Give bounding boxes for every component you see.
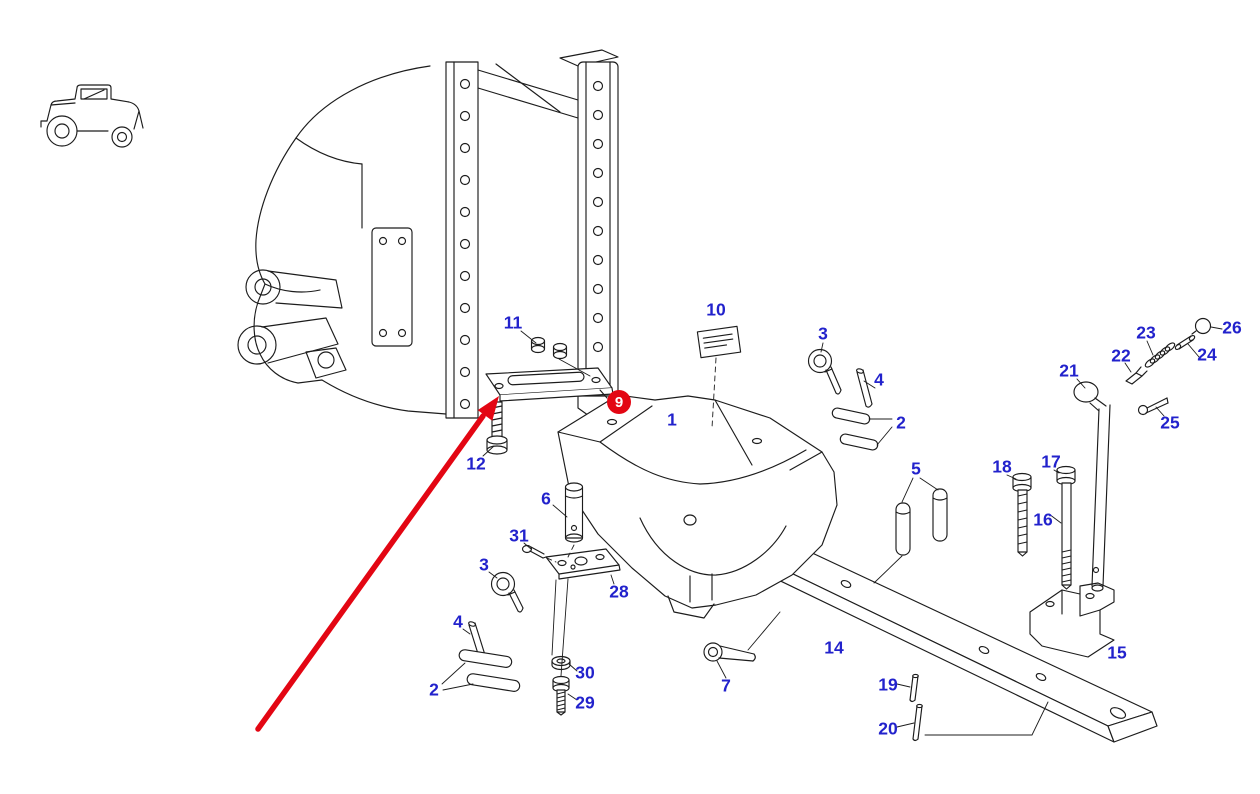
part-callout-7: 7 — [721, 675, 731, 696]
handle-pin-drawing — [1073, 317, 1212, 592]
part-callout-1: 1 — [667, 409, 677, 430]
part-callout-24: 24 — [1197, 344, 1217, 365]
part-callout-2: 2 — [896, 412, 906, 433]
part-callout-20: 20 — [878, 718, 898, 739]
mount-plate-drawing — [485, 336, 614, 455]
pins-19-20-drawing — [909, 673, 923, 742]
part-callout-22: 22 — [1111, 345, 1131, 366]
part-callout-30: 30 — [575, 662, 595, 683]
part-callout-3: 3 — [818, 323, 828, 344]
part-callout-12: 12 — [466, 453, 486, 474]
pointer-arrow — [255, 396, 499, 732]
fasteners-right-drawing — [807, 348, 948, 556]
main-support-bracket-drawing — [557, 394, 838, 619]
part-callout-14: 14 — [824, 637, 844, 658]
part-callout-17: 17 — [1041, 451, 1061, 472]
part-callout-15: 15 — [1107, 642, 1127, 663]
part-callout-19: 19 — [878, 674, 898, 695]
part-callout-6: 6 — [541, 488, 551, 509]
part-callout-21: 21 — [1059, 360, 1079, 381]
tractor-icon — [40, 84, 144, 148]
mounting-rails-drawing — [445, 49, 619, 419]
part-callout-4: 4 — [874, 369, 884, 390]
part-callout-18: 18 — [992, 456, 1012, 477]
part-callout-5: 5 — [911, 458, 921, 479]
part-callout-2: 2 — [429, 679, 439, 700]
part-callout-3: 3 — [479, 554, 489, 575]
data-plate-drawing — [696, 325, 742, 359]
part-callout-10: 10 — [706, 299, 726, 320]
part-callout-28: 28 — [609, 581, 629, 602]
part-callout-25: 25 — [1160, 412, 1180, 433]
part-callout-16: 16 — [1033, 509, 1053, 530]
support-bracket-right-drawing — [1029, 582, 1115, 658]
part-callout-11: 11 — [503, 312, 523, 333]
leader-lines — [441, 326, 1223, 736]
part-callout-26: 26 — [1222, 317, 1242, 338]
part-callout-31: 31 — [509, 525, 529, 546]
highlighted-part-badge: 9 — [607, 390, 631, 414]
part-callout-29: 29 — [575, 692, 595, 713]
part-callout-4: 4 — [453, 611, 463, 632]
transmission-housing-drawing — [237, 65, 447, 415]
part-callout-23: 23 — [1136, 322, 1156, 343]
